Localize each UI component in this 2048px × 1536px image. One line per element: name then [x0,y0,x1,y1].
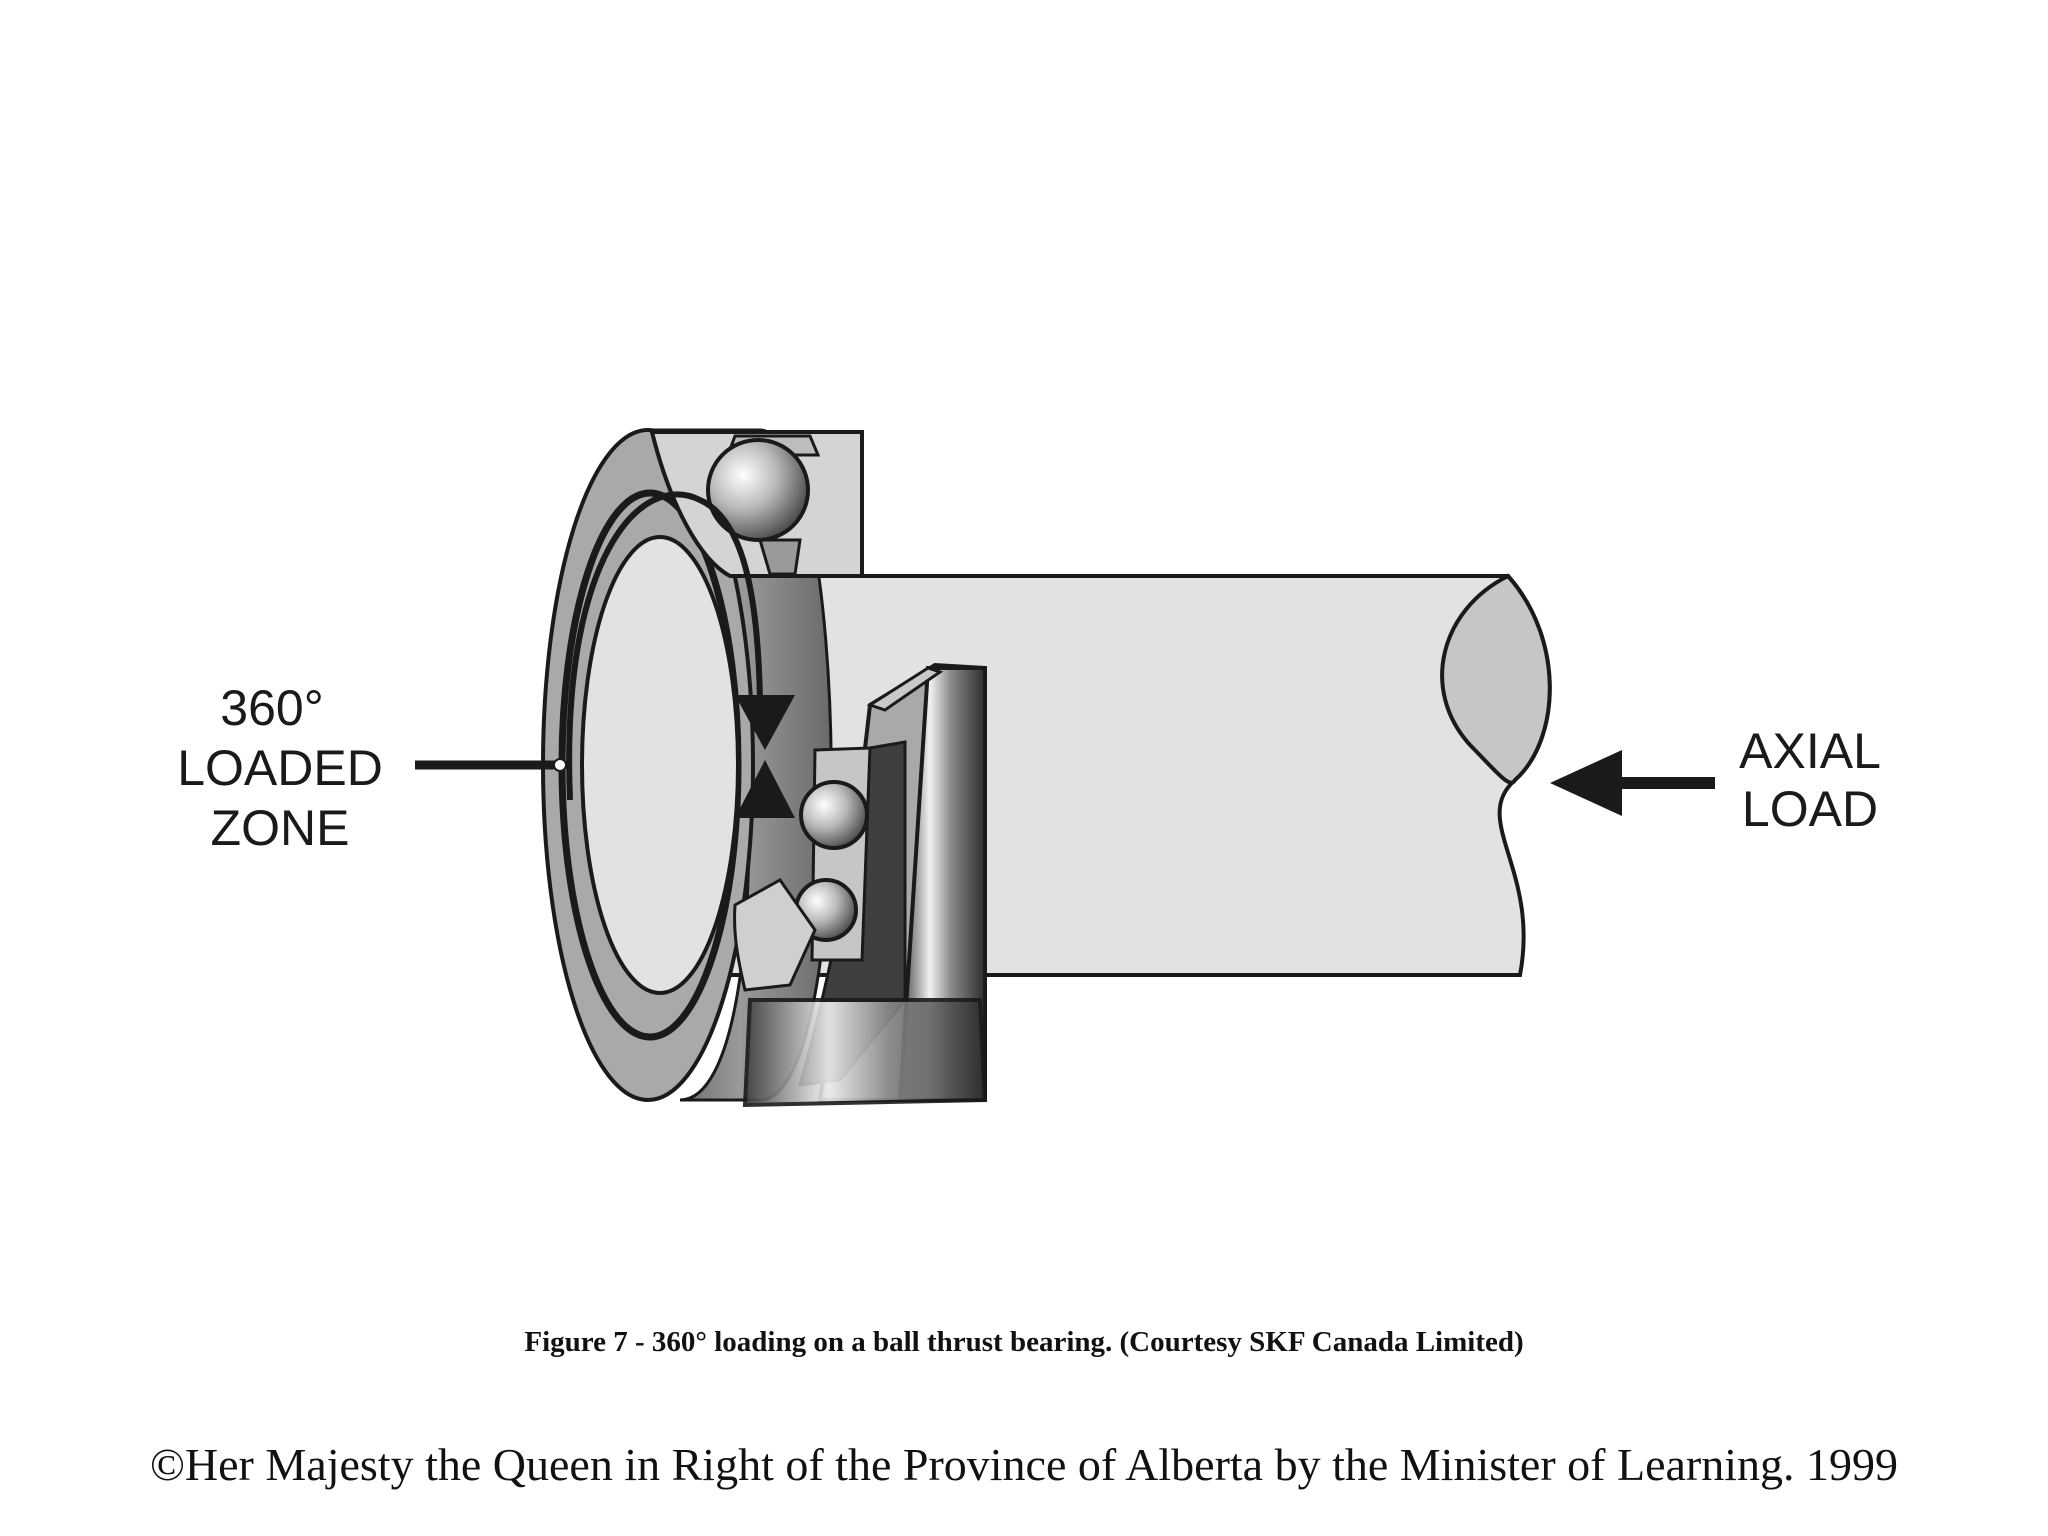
ball-middle [799,780,869,850]
label-axial: AXIAL [1739,723,1881,779]
figure-caption: Figure 7 - 360° loading on a ball thrust… [524,1326,1524,1358]
ball-top [706,438,810,542]
arrowhead-up-icon [735,760,795,818]
top-race-section [649,430,864,578]
arrowhead-down-icon [735,695,795,750]
axial-load-arrow [1550,750,1715,816]
pointer-dot [553,758,567,772]
arrow-left-icon [1550,750,1622,816]
bore [580,535,740,995]
label-zone: ZONE [211,800,350,856]
label-load: LOAD [1742,781,1878,837]
shaft-break-face [1440,573,1552,785]
shaft-washer [733,662,988,1108]
label-360: 360° [220,680,323,736]
loaded-zone-arrow [566,491,795,818]
copyright-notice: ©Her Majesty the Queen in Right of the P… [149,1439,1899,1490]
label-loaded: LOADED [177,740,383,796]
loaded-zone-pointer [415,758,567,772]
